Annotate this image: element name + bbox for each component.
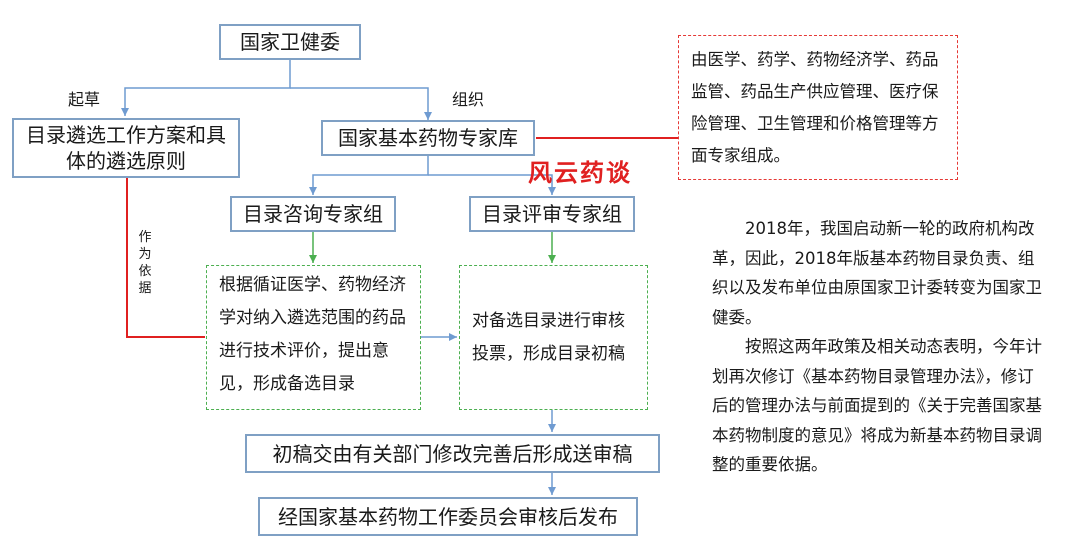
node-nhc: 国家卫健委 xyxy=(219,24,361,60)
paragraph-2: 按照这两年政策及相关动态表明，今年计划再次修订《基本药物目录管理办法》，修订后的… xyxy=(712,337,1042,474)
node-consult-task: 根据循证医学、药物经济学对纳入遴选范围的药品进行技术评价，提出意见，形成备选目录 xyxy=(206,265,421,410)
node-expert-db: 国家基本药物专家库 xyxy=(321,120,535,156)
node-plan: 目录遴选工作方案和具体的遴选原则 xyxy=(12,118,240,178)
expert-composition-note: 由医学、药学、药物经济学、药品监管、药品生产供应管理、医疗保险管理、卫生管理和价… xyxy=(678,35,958,180)
node-consult-group: 目录咨询专家组 xyxy=(230,196,396,232)
watermark-brand: 风云药谈 xyxy=(528,159,632,187)
node-review-task: 对备选目录进行审核投票，形成目录初稿 xyxy=(459,265,648,410)
node-publish: 经国家基本药物工作委员会审核后发布 xyxy=(258,497,638,536)
node-review-group: 目录评审专家组 xyxy=(469,196,635,232)
node-draft: 初稿交由有关部门修改完善后形成送审稿 xyxy=(245,434,660,473)
label-basis: 作为依据 xyxy=(138,230,152,296)
explanation-text: 2018年，我国启动新一轮的政府机构改革，因此，2018年版基本药物目录负责、组… xyxy=(712,214,1050,480)
label-organize: 组织 xyxy=(452,90,485,109)
label-draft: 起草 xyxy=(68,90,101,109)
paragraph-1: 2018年，我国启动新一轮的政府机构改革，因此，2018年版基本药物目录负责、组… xyxy=(712,219,1042,327)
